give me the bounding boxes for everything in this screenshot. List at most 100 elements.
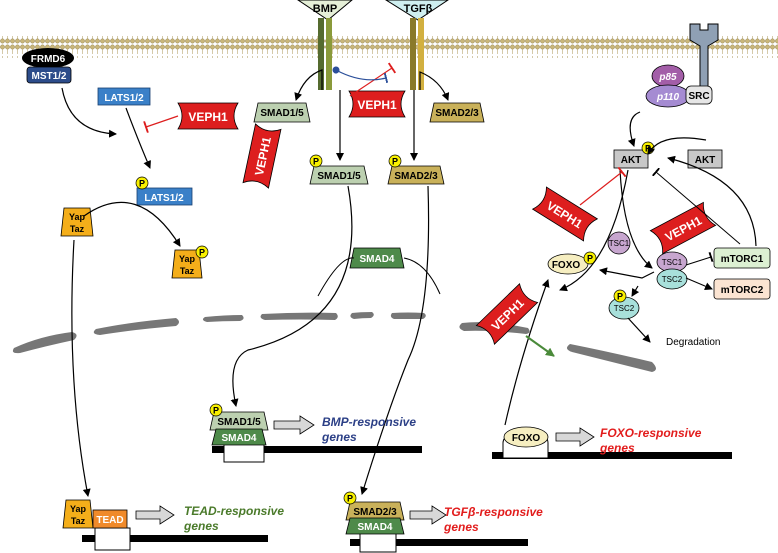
promoter-boxes bbox=[94, 435, 549, 553]
svg-text:TEAD-responsive: TEAD-responsive bbox=[184, 504, 284, 518]
akt-label: AKT bbox=[695, 155, 716, 166]
svg-text:P: P bbox=[645, 144, 651, 154]
smad23-p-label: SMAD2/3 bbox=[394, 171, 438, 182]
taz-nuc-label: Taz bbox=[71, 516, 86, 526]
svg-text:genes: genes bbox=[599, 441, 635, 455]
yap-label: Yap bbox=[69, 212, 86, 222]
bmp-label: BMP bbox=[313, 3, 337, 15]
tgfb-receptor bbox=[385, 0, 449, 90]
tsc2-p-label: TSC2 bbox=[614, 304, 635, 313]
smad23-p-node bbox=[387, 165, 445, 185]
mtorc2-label: mTORC2 bbox=[721, 285, 764, 296]
plasma-membrane bbox=[0, 36, 778, 58]
nuclear-envelope bbox=[12, 312, 656, 372]
svg-text:P: P bbox=[213, 406, 219, 416]
smad15-p-node bbox=[309, 165, 369, 185]
foxo-genes-label: FOXO-responsive genes bbox=[599, 426, 702, 455]
svg-text:P: P bbox=[347, 494, 353, 504]
veph1-akt: VEPH1 bbox=[531, 186, 599, 242]
lats-p-label: LATS1/2 bbox=[144, 193, 184, 204]
smad23-node bbox=[429, 102, 485, 123]
smad4-bmp-nuc-label: SMAD4 bbox=[221, 433, 256, 444]
yap-p-label: Yap bbox=[179, 254, 196, 264]
mtorc1-node bbox=[713, 247, 771, 269]
tead-genes-label: TEAD-responsive genes bbox=[183, 504, 284, 533]
bmp-receptor bbox=[297, 0, 353, 90]
yap-taz-p-node bbox=[171, 249, 203, 279]
smad4-node bbox=[349, 247, 405, 269]
taz-p-label: Taz bbox=[180, 266, 195, 276]
rtk-receptor bbox=[689, 23, 719, 97]
frmd6-node bbox=[22, 48, 74, 68]
svg-text:P: P bbox=[617, 292, 623, 302]
tsc1-label: TSC1 bbox=[609, 239, 630, 248]
tsc2-complex-label: TSC2 bbox=[662, 275, 683, 284]
smad23-nuclear-node bbox=[345, 501, 405, 521]
bmp-genes-label: BMP-responsive genes bbox=[321, 415, 416, 444]
yap-nuc-label: Yap bbox=[70, 504, 87, 514]
akt-node bbox=[687, 149, 723, 169]
veph1-hippo: VEPH1 bbox=[177, 102, 239, 130]
veph1-foxo: VEPH1 bbox=[475, 283, 539, 345]
svg-text:TGFβ-responsive: TGFβ-responsive bbox=[444, 505, 543, 519]
tead-node bbox=[92, 509, 128, 529]
activation-arrows bbox=[61, 69, 757, 497]
lats-p-node bbox=[136, 187, 193, 206]
mst-node bbox=[26, 66, 72, 84]
svg-text:BMP-responsive: BMP-responsive bbox=[322, 415, 416, 429]
tsc2-complex-node bbox=[656, 268, 688, 290]
foxo-cyto-label: FOXO bbox=[552, 260, 581, 271]
tead-label: TEAD bbox=[96, 515, 123, 526]
tsc1-node bbox=[607, 231, 631, 255]
smad4-tgfb-nuclear-node bbox=[345, 517, 405, 535]
foxo-nuclear-label: FOXO bbox=[512, 433, 541, 444]
svg-text:P: P bbox=[313, 157, 319, 167]
veph1-foxo-arrow bbox=[525, 335, 555, 357]
mst-label: MST1/2 bbox=[31, 71, 66, 82]
p85-label: p85 bbox=[658, 72, 677, 83]
svg-text:P: P bbox=[587, 254, 593, 264]
smad4-label: SMAD4 bbox=[359, 254, 394, 265]
degradation-label: Degradation bbox=[666, 337, 720, 348]
smad23-label: SMAD2/3 bbox=[435, 108, 479, 119]
tgfb-genes-label: TGFβ-responsive genes bbox=[443, 505, 543, 534]
lats-node bbox=[97, 87, 151, 106]
tsc1-complex-label: TSC1 bbox=[662, 258, 683, 267]
rtk-label: RTK bbox=[711, 62, 722, 82]
veph1-tsc: VEPH1 bbox=[649, 201, 717, 255]
svg-text:FOXO-responsive: FOXO-responsive bbox=[600, 426, 702, 440]
smad15-nuc-label: SMAD1/5 bbox=[217, 417, 261, 428]
smad4-tgfb-nuc-label: SMAD4 bbox=[357, 522, 392, 533]
svg-text:genes: genes bbox=[183, 519, 219, 533]
smad15-nuclear-node bbox=[209, 411, 269, 431]
frmd6-label: FRMD6 bbox=[31, 54, 66, 65]
veph1-bmp: VEPH1 bbox=[242, 123, 282, 189]
svg-text:P: P bbox=[392, 157, 398, 167]
akt-p-node bbox=[613, 149, 649, 169]
svg-text:VEPH1: VEPH1 bbox=[188, 110, 228, 124]
dna-strands bbox=[82, 446, 732, 546]
svg-text:P: P bbox=[139, 179, 145, 189]
src-label: SRC bbox=[688, 91, 709, 102]
svg-text:genes: genes bbox=[443, 520, 479, 534]
p110-label: p110 bbox=[656, 92, 679, 103]
foxo-nuclear-node bbox=[503, 426, 549, 448]
inhibition-lines bbox=[143, 62, 741, 290]
akt-p-label: AKT bbox=[621, 155, 642, 166]
smad15-node bbox=[253, 102, 311, 123]
gene-arrows bbox=[135, 415, 595, 525]
svg-text:genes: genes bbox=[321, 430, 357, 444]
tgfb-label: TGFβ bbox=[404, 3, 433, 15]
smad15-label: SMAD1/5 bbox=[260, 108, 304, 119]
svg-text:VEPH1: VEPH1 bbox=[357, 98, 397, 112]
smad23-nuc-label: SMAD2/3 bbox=[353, 507, 397, 518]
taz-label: Taz bbox=[70, 224, 85, 234]
veph1-tgfb: VEPH1 bbox=[348, 90, 406, 118]
smad4-bmp-nuclear-node bbox=[211, 428, 267, 446]
svg-text:P: P bbox=[199, 248, 205, 258]
mtorc1-label: mTORC1 bbox=[721, 254, 764, 265]
src-node bbox=[685, 85, 713, 105]
smad15-p-label: SMAD1/5 bbox=[317, 171, 361, 182]
